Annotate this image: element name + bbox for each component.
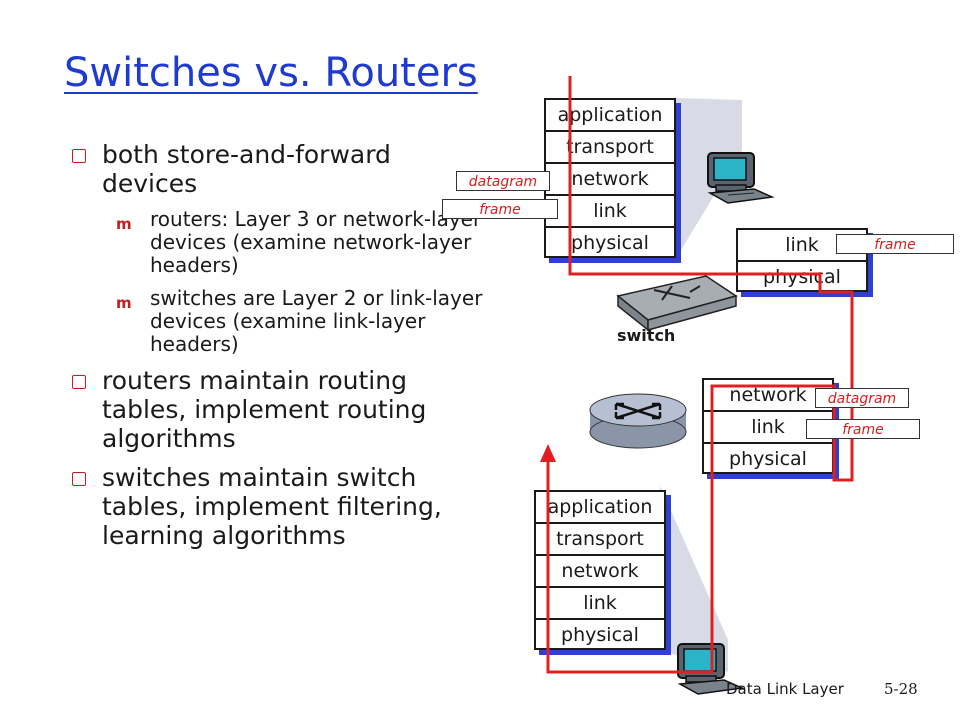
stack-layer-application: application [557, 104, 663, 126]
stack-layer-physical: physical [729, 448, 807, 470]
bullet-marker-icon [72, 149, 86, 163]
stack-layer-network: network [561, 560, 639, 582]
stack-layer-link: link [751, 416, 785, 438]
stack-layer-network: network [729, 384, 807, 406]
bullet-text: routers maintain routing tables, impleme… [102, 366, 427, 453]
stack-layer-divider [544, 194, 676, 196]
page-title: Switches vs. Routers [64, 50, 478, 96]
computer-icon-top [707, 152, 775, 204]
frame-tag-top: frame [442, 199, 558, 219]
router-device-icon [589, 393, 687, 449]
switch-label: switch [617, 326, 676, 345]
subbullet-marker-icon: m [116, 294, 132, 312]
subbullet-text: routers: Layer 3 or network-layer device… [150, 207, 482, 277]
stack-layer-physical: physical [571, 232, 649, 254]
stack-layer-divider [702, 410, 834, 412]
bullet-text: switches maintain switch tables, impleme… [102, 463, 442, 550]
stack-layer-transport: transport [566, 136, 654, 158]
bullet-list: both store-and-forward devices m routers… [70, 140, 490, 560]
stack-layer-divider [534, 554, 666, 556]
stack-layer-physical: physical [561, 624, 639, 646]
switch-device-icon [616, 275, 738, 332]
bullet-switches-maintain: switches maintain switch tables, impleme… [70, 463, 490, 550]
frame-tag-switch: frame [836, 234, 954, 254]
protocol-stack-bottom-host: application transport network link physical [534, 490, 671, 655]
footer-chapter: Data Link Layer [726, 680, 844, 698]
bullet-text: both store-and-forward devices [102, 140, 391, 198]
footer-page-number: 5-28 [884, 680, 918, 698]
stack-layer-divider [544, 162, 676, 164]
stack-layer-link: link [593, 200, 627, 222]
subbullet-text: switches are Layer 2 or link-layer devic… [150, 286, 483, 356]
stack-layer-divider [534, 522, 666, 524]
bullet-routers-maintain: routers maintain routing tables, impleme… [70, 366, 490, 453]
subbullet-marker-icon: m [116, 215, 132, 233]
arrowhead-icon [540, 444, 556, 462]
stack-layer-divider [534, 586, 666, 588]
stack-layer-divider [534, 618, 666, 620]
stack-layer-link: link [785, 234, 819, 256]
bullet-marker-icon [72, 375, 86, 389]
datagram-tag-top: datagram [456, 171, 550, 191]
stack-layer-divider [736, 260, 868, 262]
stack-layer-divider [544, 226, 676, 228]
stack-layer-divider [702, 442, 834, 444]
stack-layer-link: link [583, 592, 617, 614]
bullet-marker-icon [72, 472, 86, 486]
stack-layer-transport: transport [556, 528, 644, 550]
stack-layer-divider [544, 130, 676, 132]
datagram-tag-router: datagram [815, 388, 909, 408]
stack-layer-network: network [571, 168, 649, 190]
stack-layer-application: application [547, 496, 653, 518]
subbullet-routers: m routers: Layer 3 or network-layer devi… [116, 208, 490, 277]
bullet-store-and-forward: both store-and-forward devices [70, 140, 490, 198]
subbullet-switches: m switches are Layer 2 or link-layer dev… [116, 287, 490, 356]
frame-tag-router: frame [806, 419, 920, 439]
packet-path-line [546, 76, 854, 674]
